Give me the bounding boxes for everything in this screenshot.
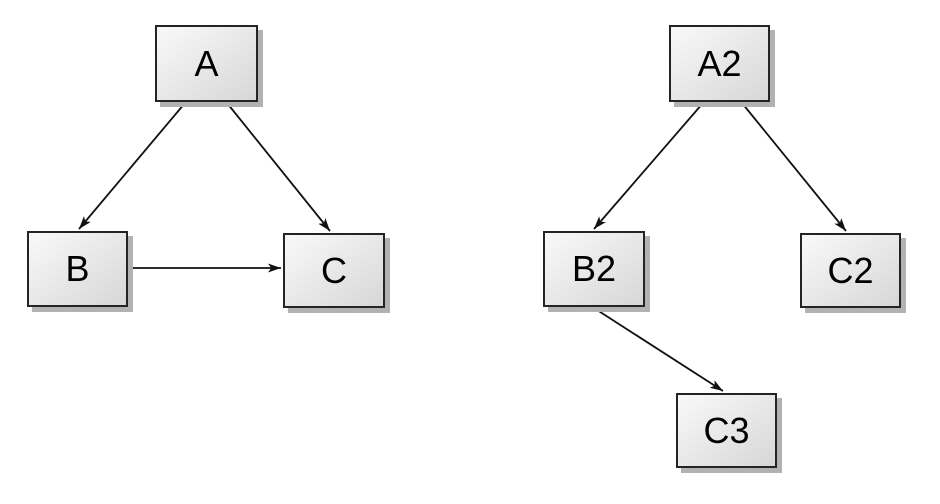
node-label-A2: A2: [697, 42, 742, 84]
node-label-C3: C3: [703, 409, 750, 451]
node-label-A: A: [194, 42, 219, 84]
edge-A2-to-B2: [593, 102, 704, 230]
node-label-C2: C2: [827, 249, 874, 291]
node-label-B: B: [65, 248, 90, 289]
edge-A-to-B: [78, 102, 186, 230]
node-A2[interactable]: A2: [669, 25, 770, 102]
node-C[interactable]: C: [283, 233, 385, 308]
edge-A2-to-C2: [741, 102, 847, 232]
node-label-C: C: [321, 249, 347, 291]
edge-B2-to-C3: [593, 307, 724, 392]
node-B[interactable]: B: [27, 231, 128, 307]
node-C3[interactable]: C3: [676, 393, 777, 468]
node-A[interactable]: A: [155, 25, 258, 102]
node-B2[interactable]: B2: [543, 231, 645, 307]
edge-A-to-C: [226, 102, 331, 232]
node-label-B2: B2: [571, 248, 617, 289]
node-C2[interactable]: C2: [800, 233, 901, 308]
